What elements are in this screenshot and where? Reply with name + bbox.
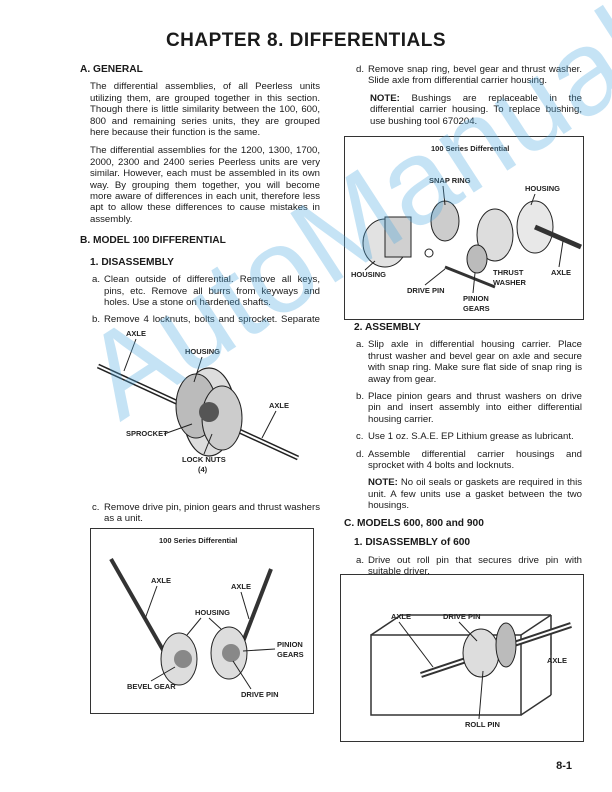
step-item: a.Clean outside of differential. Remove … xyxy=(92,274,320,308)
right-column-middle: 2. ASSEMBLY a.Slip axle in differential … xyxy=(344,322,582,583)
section-heading-model100: B. MODEL 100 DIFFERENTIAL xyxy=(80,235,226,247)
figure-caption: 100 Series Differential xyxy=(159,536,237,545)
figure-axle-sprocket: AXLE HOUSING AXLE SPROCKET LOCK NUTS (4) xyxy=(84,326,316,494)
label-axle-2: AXLE xyxy=(269,401,289,410)
label-axle: AXLE xyxy=(551,268,571,277)
label-roll-pin: ROLL PIN xyxy=(465,720,500,729)
label-sprocket: SPROCKET xyxy=(126,429,168,438)
label-snap-ring: SNAP RING xyxy=(429,176,471,185)
step-item: a.Drive out roll pin that secures drive … xyxy=(356,554,582,577)
label-drive-pin: DRIVE PIN xyxy=(241,690,279,699)
step-item: d.Assemble differential carrier housings… xyxy=(356,448,582,472)
figure-100-series-disassembled: 100 Series Differential AXLE AXLE HOUSIN… xyxy=(90,528,314,714)
step-item: b.Place pinion gears and thrust washers … xyxy=(356,391,582,425)
label-axle: AXLE xyxy=(126,329,146,338)
figure-600-roll-pin: AXLE DRIVE PIN AXLE ROLL PIN xyxy=(340,574,584,742)
label-housing: HOUSING xyxy=(525,184,560,193)
label-gears: GEARS xyxy=(463,304,490,313)
page-title: CHAPTER 8. DIFFERENTIALS xyxy=(165,30,447,51)
figure-caption: 100 Series Differential xyxy=(431,144,509,153)
label-bevel-gear: BEVEL GEAR xyxy=(127,682,176,691)
section-heading-models600: C. MODELS 600, 800 and 900 xyxy=(344,517,484,529)
note: NOTE: Bushings are replaceable in the di… xyxy=(370,92,582,127)
label-housing: HOUSING xyxy=(195,608,230,617)
left-column: A. GENERAL The differential assemblies, … xyxy=(80,64,320,343)
step-item: c.Use 1 oz. S.A.E. EP Lithium grease as … xyxy=(356,431,574,443)
right-column-top: d.Remove snap ring, bevel gear and thrus… xyxy=(344,64,582,133)
paragraph: The differential assemblies, of all Peer… xyxy=(90,81,320,139)
subheading-disassembly-600: 1. DISASSEMBLY of 600 xyxy=(354,537,471,549)
left-column-step-c: c.Remove drive pin, pinion gears and thr… xyxy=(80,502,320,531)
label-axle: AXLE xyxy=(151,576,171,585)
label-housing: HOUSING xyxy=(185,347,220,356)
label-washer: WASHER xyxy=(493,278,527,287)
label-drive-pin: DRIVE PIN xyxy=(407,286,445,295)
page-number: 8-1 xyxy=(556,760,572,772)
label-thrust: THRUST xyxy=(493,268,524,277)
label-gears: GEARS xyxy=(277,650,304,659)
label-housing-2: HOUSING xyxy=(351,270,386,279)
section-heading-general: A. GENERAL xyxy=(80,64,143,75)
step-item: c.Remove drive pin, pinion gears and thr… xyxy=(92,502,320,525)
label-pinion: PINION xyxy=(463,294,489,303)
label-lock-nuts-count: (4) xyxy=(198,465,208,474)
step-item: d.Remove snap ring, bevel gear and thrus… xyxy=(356,64,582,87)
subheading-disassembly: 1. DISASSEMBLY xyxy=(90,256,174,268)
label-axle: AXLE xyxy=(391,612,411,621)
label-drive-pin: DRIVE PIN xyxy=(443,612,481,621)
label-lock-nuts: LOCK NUTS xyxy=(182,455,226,464)
figure-100-series-exploded: 100 Series Differential SNAP RING HOUSIN… xyxy=(344,136,584,320)
paragraph: The differential assemblies for the 1200… xyxy=(90,145,320,225)
step-item: a.Slip axle in differential housing carr… xyxy=(356,339,582,385)
subheading-assembly: 2. ASSEMBLY xyxy=(354,322,421,333)
label-axle-2: AXLE xyxy=(231,582,251,591)
label-pinion: PINION xyxy=(277,640,303,649)
note: NOTE: No oil seals or gaskets are requir… xyxy=(368,477,582,512)
label-axle-2: AXLE xyxy=(547,656,567,665)
